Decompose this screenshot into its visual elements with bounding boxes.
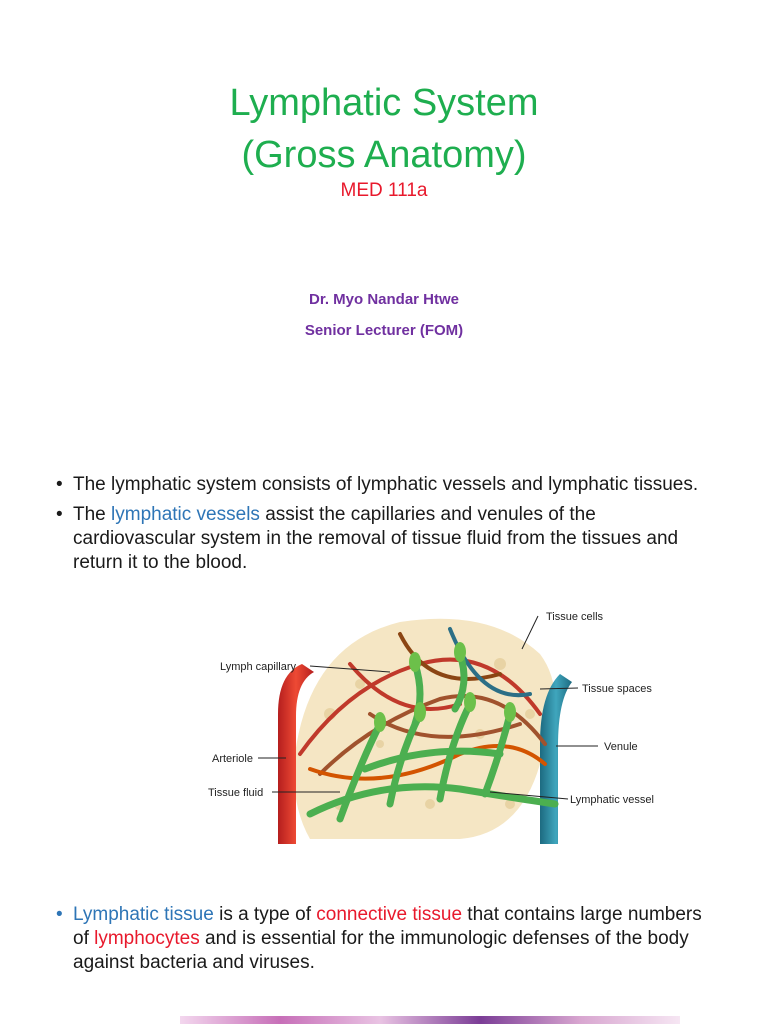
highlight-lymphocytes: lymphocytes bbox=[94, 928, 200, 949]
arteriole-vessel bbox=[278, 664, 314, 844]
bullet-text-pre: The bbox=[73, 504, 112, 525]
label-arteriole: Arteriole bbox=[212, 753, 253, 765]
bullet-text-post: assist the capillaries and venules of th… bbox=[73, 504, 679, 573]
course-code: MED 111a bbox=[340, 180, 428, 201]
histology-image-strip bbox=[180, 1016, 680, 1024]
bullet-lymphatic-tissue: Lymphatic tissue is a type of connective… bbox=[56, 903, 716, 975]
highlight-lymphatic-vessels: lymphatic vessels bbox=[111, 504, 260, 525]
presenter-role: Senior Lecturer (FOM) bbox=[304, 322, 464, 339]
highlight-connective-tissue: connective tissue bbox=[316, 904, 463, 925]
lymph-capillary-diagram: Tissue cells Lymph capillary Tissue spac… bbox=[208, 611, 654, 844]
content-slide: The lymphatic system consists of lymphat… bbox=[0, 440, 768, 1024]
bullet-list-2: Lymphatic tissue is a type of connective… bbox=[56, 903, 716, 981]
bullet-list: The lymphatic system consists of lymphat… bbox=[56, 473, 716, 581]
bullet-text-c: and is essential for the immunologic def… bbox=[73, 928, 689, 973]
highlight-lymphatic-tissue: Lymphatic tissue bbox=[73, 904, 214, 925]
slide-title-line-1: Lymphatic System bbox=[229, 82, 539, 124]
label-tissue-fluid: Tissue fluid bbox=[208, 787, 263, 799]
bullet-text-b: that contains large numbers of bbox=[73, 904, 702, 949]
label-tissue-cells: Tissue cells bbox=[546, 611, 604, 623]
label-tissue-spaces: Tissue spaces bbox=[582, 683, 652, 695]
bullet-lymphatic-vessels: The lymphatic vessels assist the capilla… bbox=[56, 503, 716, 575]
bullet-text-a: is a type of bbox=[213, 904, 317, 925]
slide-title-line-2: (Gross Anatomy) bbox=[241, 134, 527, 176]
bullet-text: The lymphatic system consists of lymphat… bbox=[73, 474, 699, 495]
leader-lines bbox=[258, 615, 598, 800]
label-lymph-capillary: Lymph capillary bbox=[220, 661, 297, 673]
bullet-lymphatic-system: The lymphatic system consists of lymphat… bbox=[56, 473, 716, 497]
label-venule: Venule bbox=[604, 741, 638, 753]
presenter-name: Dr. Myo Nandar Htwe bbox=[308, 291, 460, 308]
lymph-capillary-ends bbox=[374, 642, 516, 732]
label-lymphatic-vessel: Lymphatic vessel bbox=[570, 794, 654, 806]
title-slide: Lymphatic System (Gross Anatomy) MED 111… bbox=[0, 0, 768, 440]
